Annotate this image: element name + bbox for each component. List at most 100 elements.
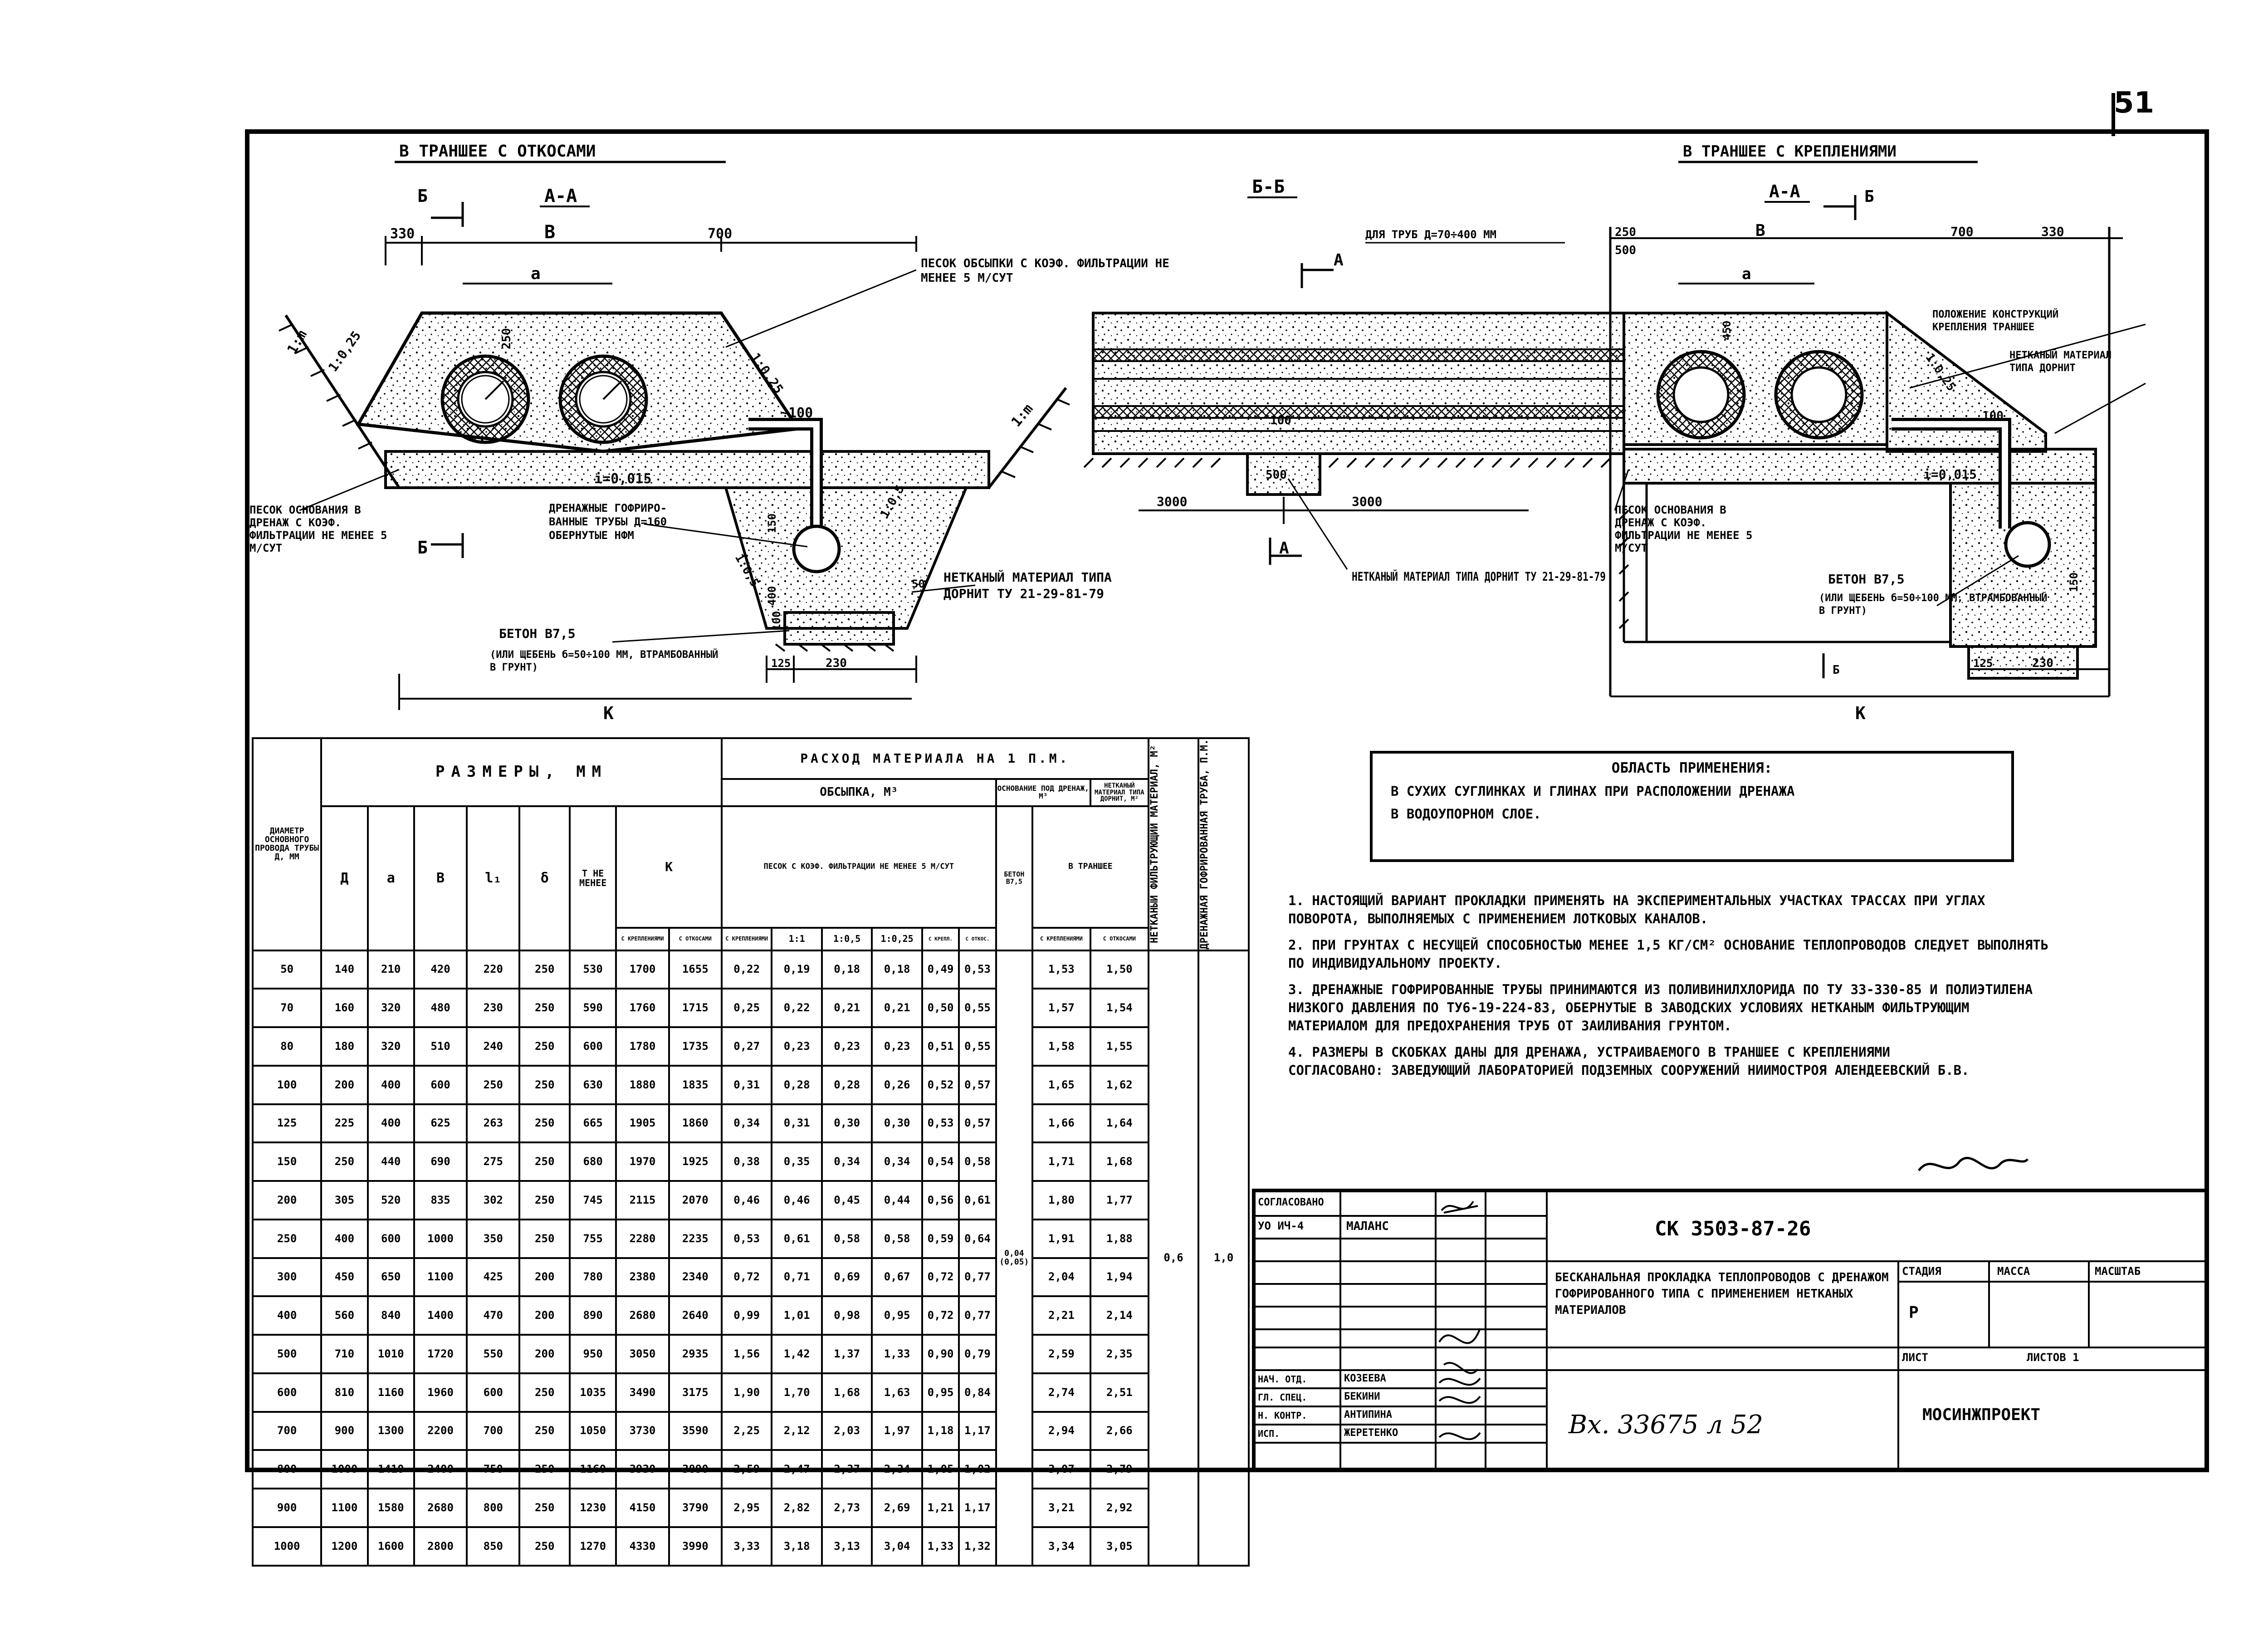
- table-cell: 0,53: [958, 949, 997, 990]
- table-cell: 1760: [615, 988, 670, 1029]
- table-cell: 400: [367, 1064, 415, 1105]
- table-cell: 1,33: [921, 1526, 960, 1567]
- table-cell: 1,90: [720, 1372, 773, 1413]
- table-cell: 1050: [568, 1411, 617, 1451]
- table-cell: 1835: [668, 1064, 723, 1105]
- table-cell: 250: [518, 1411, 571, 1451]
- table-cell: 0,23: [771, 1026, 823, 1067]
- table-cell: 400: [320, 1218, 369, 1259]
- left-title: В ТРАНШЕЕ С ОТКОСАМИ: [399, 142, 596, 161]
- table-cell: 1,37: [821, 1334, 873, 1374]
- stamp-sheets: ЛИСТОВ 1: [2027, 1351, 2079, 1364]
- table-cell: 1400: [413, 1295, 468, 1336]
- table-cell: 2,04: [1031, 1257, 1091, 1298]
- table-cell: 1100: [413, 1257, 468, 1298]
- table-cell: 0,23: [821, 1026, 873, 1067]
- table-cell: 1200: [320, 1526, 369, 1567]
- table-cell: 0,28: [821, 1064, 873, 1105]
- table-cell: 250: [518, 1026, 571, 1067]
- table-cell: 2935: [668, 1334, 723, 1374]
- table-cell: 600: [367, 1218, 415, 1259]
- right-dim-450: 450: [1721, 321, 1733, 340]
- table-cell: 1,63: [871, 1372, 923, 1413]
- table-cell: 2,73: [821, 1488, 873, 1528]
- table-cell: 0,53: [921, 1103, 960, 1144]
- table-cell: 2,79: [1089, 1449, 1149, 1490]
- table-cell: 250: [518, 1180, 571, 1220]
- table-cell: 0,72: [720, 1257, 773, 1298]
- table-cell: 710: [320, 1334, 369, 1374]
- page-number-tick: [2112, 93, 2115, 136]
- left-slope-i: i=0,015: [594, 471, 651, 487]
- table-cell: 300: [251, 1257, 323, 1298]
- table-cell: 890: [568, 1295, 617, 1336]
- table-cell: 665: [568, 1103, 617, 1144]
- th-base: ОСНОВАНИЕ ПОД ДРЕНАЖ, М³: [995, 778, 1091, 807]
- table-cell: 0,77: [958, 1257, 997, 1298]
- table-cell: 0,95: [871, 1295, 923, 1336]
- table-cell: 0,21: [871, 988, 923, 1029]
- table-cell: 1905: [615, 1103, 670, 1144]
- table-cell: 690: [413, 1141, 468, 1182]
- table-cell: 2,74: [1031, 1372, 1091, 1413]
- table-cell: 150: [251, 1141, 323, 1182]
- left-dim-50: 50: [912, 578, 925, 590]
- title-block: СОГЛАСОВАНО УО ИЧ-4 МАЛАНС СК 3503-87-26…: [1252, 1189, 2208, 1471]
- table-cell: 1860: [668, 1103, 723, 1144]
- stamp-title: БЕСКАНАЛЬНАЯ ПРОКЛАДКА ТЕПЛОПРОВОДОВ С Д…: [1555, 1271, 1889, 1317]
- table-cell: 1880: [615, 1064, 670, 1105]
- table-cell: 1,50: [1089, 949, 1149, 990]
- table-cell: 1,55: [1089, 1026, 1149, 1067]
- table-cell: 0,34: [720, 1103, 773, 1144]
- table-cell: 2,14: [1089, 1295, 1149, 1336]
- table-cell: 2235: [668, 1218, 723, 1259]
- table-cell: 0,64: [958, 1218, 997, 1259]
- table-cell: 250: [518, 1103, 571, 1144]
- table-cell: 100: [251, 1064, 323, 1105]
- left-dim-700: 700: [708, 226, 732, 242]
- stamp-scale: МАСШТАБ: [2095, 1265, 2141, 1278]
- table-cell: 0,50: [921, 988, 960, 1029]
- table-cell: 0,25: [720, 988, 773, 1029]
- table-cell: 835: [413, 1180, 468, 1220]
- th-nw-slope: С ОТКОСАМИ: [1089, 926, 1149, 951]
- table-cell: 3,13: [821, 1526, 873, 1567]
- left-dim-230: 230: [826, 656, 847, 670]
- table-cell: 2,94: [1031, 1411, 1091, 1451]
- table-cell: 0,55: [958, 1026, 997, 1067]
- table-cell: 2800: [413, 1526, 468, 1567]
- stamp-name1: МАЛАНС: [1346, 1220, 1389, 1233]
- table-cell-concrete: 0,04 (0,05): [995, 949, 1033, 1567]
- table-cell: 2070: [668, 1180, 723, 1220]
- right-title: В ТРАНШЕЕ С КРЕПЛЕНИЯМИ: [1683, 142, 1897, 161]
- table-cell: 1,02: [958, 1449, 997, 1490]
- page-number: 51: [2114, 86, 2155, 120]
- table-cell: 0,72: [921, 1257, 960, 1298]
- table-cell: 250: [320, 1141, 369, 1182]
- middle-section-label: Б-Б: [1252, 176, 1285, 197]
- table-cell: 250: [518, 1526, 571, 1567]
- table-cell: 200: [518, 1334, 571, 1374]
- table-cell: 1,71: [1031, 1141, 1091, 1182]
- table-cell: 0,22: [720, 949, 773, 990]
- table-cell: 0,98: [821, 1295, 873, 1336]
- right-dim-150: 150: [2068, 573, 2080, 592]
- label-drain-pipes: ДРЕНАЖНЫЕ ГОФРИРО-ВАННЫЕ ТРУБЫ Д=160 ОБЕ…: [549, 502, 667, 542]
- table-cell: 0,31: [720, 1064, 773, 1105]
- note-2: 2. ПРИ ГРУНТАХ С НЕСУЩЕЙ СПОСОБНОСТЬЮ МЕ…: [1288, 937, 2049, 971]
- table-cell: 420: [413, 949, 468, 990]
- table-cell: 2,92: [1089, 1488, 1149, 1528]
- table-cell: 320: [367, 1026, 415, 1067]
- table-cell: 250: [518, 1064, 571, 1105]
- middle-marker-a-top: А: [1334, 251, 1344, 269]
- table-cell: 350: [466, 1218, 521, 1259]
- table-cell: 840: [367, 1295, 415, 1336]
- application-area-heading: ОБЛАСТЬ ПРИМЕНЕНИЯ:: [1611, 760, 1773, 776]
- table-cell: 600: [568, 1026, 617, 1067]
- table-cell: 0,21: [821, 988, 873, 1029]
- left-dim-250: 250: [500, 328, 513, 349]
- right-dim-700: 700: [1950, 224, 1974, 239]
- table-cell: 2115: [615, 1180, 670, 1220]
